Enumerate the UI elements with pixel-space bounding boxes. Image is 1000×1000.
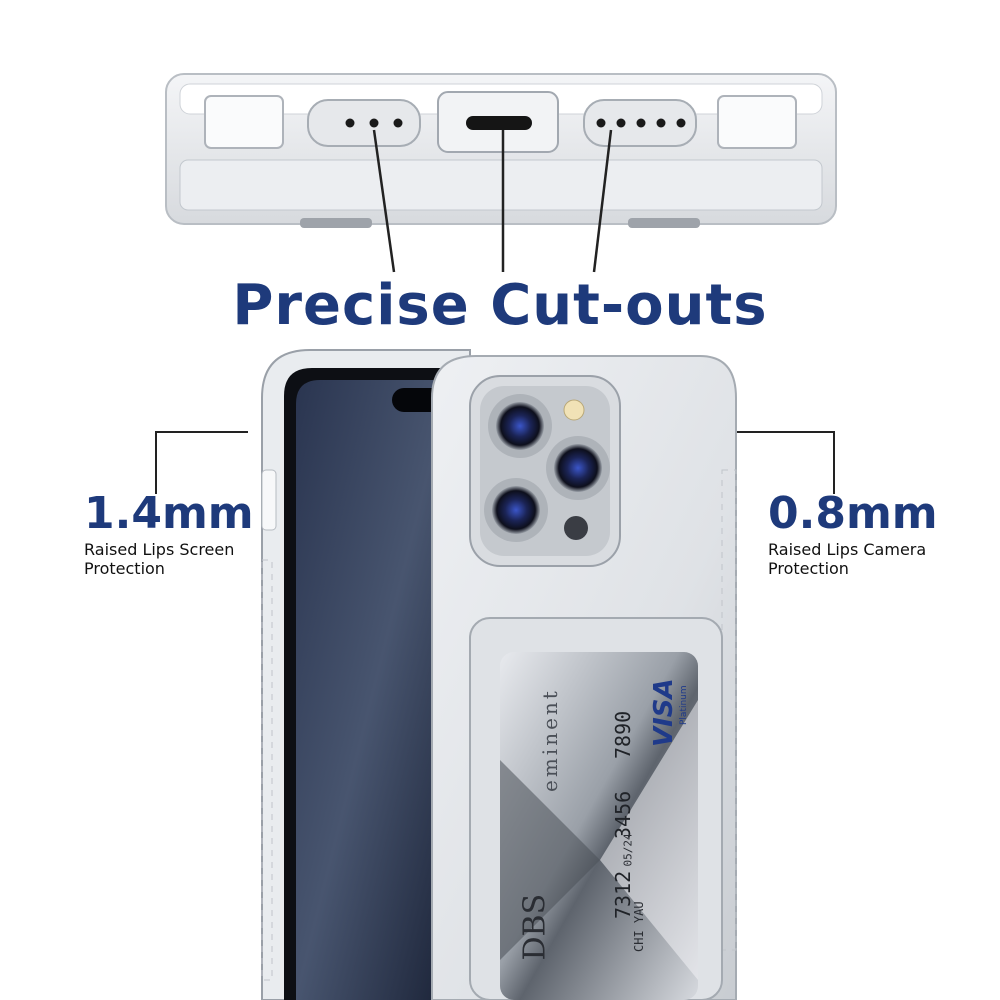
flash <box>563 399 585 421</box>
card-holder: CHI YAU <box>632 901 646 952</box>
headline: Precise Cut-outs <box>232 273 768 338</box>
camera-lip-description: Raised Lips Camera Protection <box>768 540 927 578</box>
card-brand: eminent <box>538 688 562 792</box>
card-expiry: 05/24 <box>621 833 635 867</box>
case-bottom-view <box>165 73 837 228</box>
card-bank: DBS <box>517 893 553 961</box>
screen-lip-value: 1.4mm <box>84 488 254 539</box>
camera-lip-value: 0.8mm <box>768 488 938 539</box>
screen-lip-description: Raised Lips Screen Protection <box>84 540 235 578</box>
card-number-a: 7890 <box>611 710 635 759</box>
lidar <box>564 516 588 540</box>
phone-front-view <box>261 349 471 1000</box>
card-tier: Platinum <box>679 685 689 725</box>
credit-card <box>500 652 698 1000</box>
screen-lip-callout-line <box>155 431 248 494</box>
card-network: VISA <box>649 678 679 747</box>
cutout-pointer-lines <box>372 129 613 273</box>
